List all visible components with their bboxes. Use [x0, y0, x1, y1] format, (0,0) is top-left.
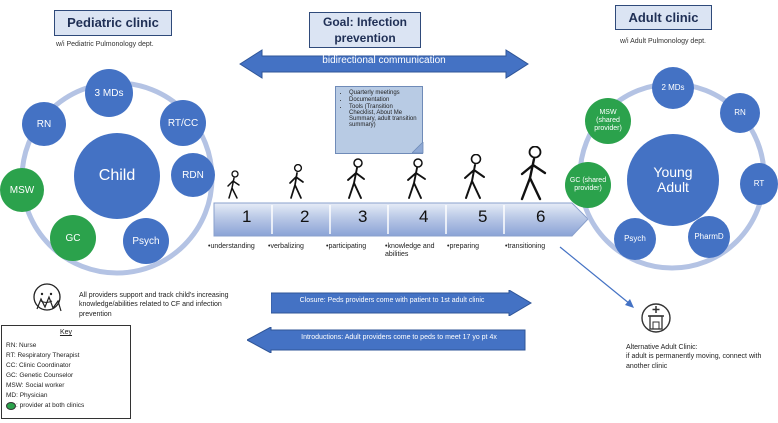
key-item: GC: Genetic Counselor	[6, 372, 74, 380]
note-item: Documentation	[349, 97, 419, 103]
step-label: •preparing	[447, 243, 480, 250]
node-3mds: 3 MDs	[85, 69, 133, 117]
introductions-arrow	[247, 327, 526, 353]
steps-arrow	[213, 202, 589, 237]
step-number: 5	[478, 207, 488, 226]
clinic-building-icon	[641, 303, 671, 333]
adult-node-psych: Psych	[614, 218, 656, 260]
node-msw: MSW	[0, 168, 44, 212]
note-item: Quarterly meetings	[349, 90, 419, 96]
walking-person-icon	[227, 170, 240, 199]
key-item: MSW: Social worker	[6, 382, 65, 390]
step-number: 2	[300, 207, 310, 226]
key-green-item: : provider at both clinics	[6, 401, 126, 411]
adult-node-msw: MSW (shared provider)	[585, 98, 631, 144]
face-touch-icon	[33, 283, 62, 312]
step-label: •participating	[326, 243, 367, 250]
green-dot-icon	[6, 401, 16, 410]
meetings-note: Quarterly meetings Documentation Tools (…	[335, 86, 423, 154]
key-title: Key	[59, 329, 73, 336]
alt-clinic-text: Alternative Adult Clinic: if adult is pe…	[626, 344, 762, 370]
step-label: •understanding	[208, 243, 255, 250]
key-legend: Key RN: Nurse RT: Respiratory Therapist …	[1, 325, 131, 419]
key-item: RT: Respiratory Therapist	[6, 351, 80, 359]
goal-box: Goal: Infection prevention	[309, 12, 421, 48]
bidirectional-label: bidirectional communication	[322, 55, 446, 66]
key-item: CC: Clinic Coordinator	[6, 361, 71, 369]
introductions-label: Introductions: Adult providers come to p…	[301, 334, 497, 341]
adult-node-rn: RN	[720, 93, 760, 133]
node-psych: Psych	[123, 218, 169, 264]
young-adult-center: Young Adult	[627, 134, 719, 226]
adult-clinic-subtitle: w/i Adult Pulmonology dept.	[620, 38, 706, 45]
step-number: 3	[358, 207, 368, 226]
node-gc: GC	[50, 215, 96, 261]
alt-clinic-arrow	[559, 246, 634, 308]
step-number: 4	[419, 207, 429, 226]
walking-person-icon	[407, 158, 426, 199]
adult-node-pharmd: PharmD	[688, 216, 730, 258]
walking-person-icon	[347, 158, 365, 199]
step-number: 1	[242, 207, 252, 226]
adult-clinic-title: Adult clinic	[615, 5, 712, 30]
walking-person-icon	[289, 164, 304, 199]
pediatric-clinic-title: Pediatric clinic	[54, 10, 172, 36]
bidirectional-arrow	[239, 49, 529, 79]
node-rdn: RDN	[171, 153, 215, 197]
step-label: •knowledge and abilities	[385, 243, 435, 258]
note-fold	[412, 142, 424, 154]
closure-label: Closure: Peds providers come with patien…	[299, 297, 485, 304]
adult-node-gc: GC (shared provider)	[565, 162, 611, 208]
node-rn: RN	[22, 102, 66, 146]
step-label: •transitioning	[505, 243, 546, 250]
node-rtcc: RT/CC	[160, 100, 206, 146]
key-item: RN: Nurse	[6, 341, 37, 349]
walking-person-icon	[464, 154, 485, 199]
walking-person-icon	[520, 146, 547, 201]
support-text: All providers support and track child's …	[79, 292, 229, 318]
key-item: MD: Physician	[6, 392, 48, 400]
step-label: •verbalizing	[268, 243, 304, 250]
step-number: 6	[536, 207, 546, 226]
note-item: Tools (Transition Checklist, About Me Su…	[349, 104, 419, 128]
adult-node-rt: RT	[740, 163, 778, 205]
closure-arrow	[271, 290, 532, 316]
pediatric-clinic-subtitle: w/i Pediatric Pulmonology dept.	[56, 41, 154, 48]
adult-node-2mds: 2 MDs	[652, 67, 694, 109]
child-center: Child	[74, 133, 160, 219]
